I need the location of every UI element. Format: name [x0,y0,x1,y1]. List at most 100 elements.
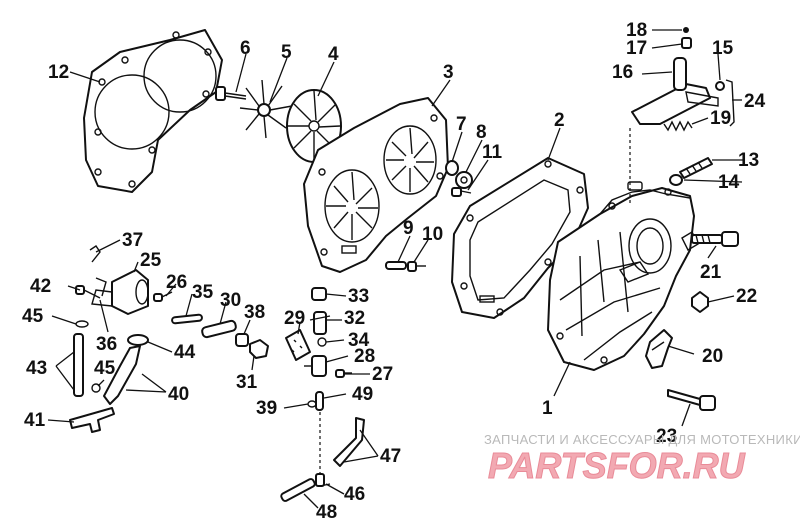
callout-20: 20 [702,346,723,367]
callout-13: 13 [738,150,759,171]
callout-12: 12 [48,62,69,83]
callout-37: 37 [122,230,143,251]
watermark-logo: PARTSFOR.RU [488,445,746,486]
gasket-12 [83,29,223,193]
callout-21: 21 [700,262,722,283]
callout-42: 42 [30,276,51,297]
callout-43: 43 [26,358,47,379]
callout-17: 17 [626,38,647,59]
callout-11: 11 [482,142,503,163]
callout-29: 29 [284,308,305,329]
washers-7-8-11 [445,160,473,197]
screw-42 [75,285,101,299]
callout-3: 3 [443,62,454,83]
callout-34: 34 [348,330,370,351]
hose-47 [333,417,365,467]
bolt-23 [667,389,716,411]
screw-26 [153,291,173,302]
hose-40 [103,345,141,405]
callout-28: 28 [354,346,375,367]
impeller-5 [239,79,293,139]
pin-9-screw-10 [385,261,426,272]
callout-23: 23 [656,426,677,447]
callout-31: 31 [236,372,258,393]
hose-43 [73,333,84,397]
o-ring-45a [75,320,89,328]
nut-22 [691,291,709,313]
gasket-29-dots [291,339,303,353]
cap-33 [311,287,327,301]
callout-25: 25 [140,250,162,271]
gasket-2 [451,157,589,319]
o-ring-45b [91,383,101,393]
callout-19: 19 [710,108,731,129]
callout-32: 32 [344,308,365,329]
valve-32 [309,311,331,335]
valve-body-25 [91,269,149,315]
callout-9: 9 [403,218,414,239]
callout-14: 14 [718,172,740,193]
callout-8: 8 [476,122,487,143]
callout-16: 16 [612,62,633,83]
bolt-21 [691,231,739,247]
ball-18 [683,27,689,33]
callout-47: 47 [380,446,401,467]
callout-26: 26 [166,272,187,293]
callout-30: 30 [220,290,241,311]
callout-45-mid: 45 [94,358,116,379]
hose-48 [280,478,316,502]
callout-15: 15 [712,38,734,59]
elbow-fitting-20 [645,329,673,369]
callout-numbers: 12 6 5 4 3 7 8 11 2 9 10 18 17 15 16 24 … [22,20,766,523]
callout-18: 18 [626,20,647,41]
callout-38: 38 [244,302,265,323]
callout-22: 22 [736,286,757,307]
leader-lines [47,29,744,509]
callout-27: 27 [372,364,393,385]
ring-14 [669,174,683,186]
callout-10: 10 [422,224,443,245]
o-ring-39 [307,400,317,408]
hose-44 [127,334,149,346]
pump-body-1 [547,181,699,371]
callout-44: 44 [174,342,196,363]
valve-body-28 [304,355,327,377]
watermark: ЗАПЧАСТИ И АКСЕССУАРЫ ДЛЯ МОТОТЕХНИКИ PA… [484,432,800,487]
callout-36: 36 [96,334,117,355]
fitting-46 [315,473,331,487]
rod-35 [171,313,203,325]
watermark-tagline: ЗАПЧАСТИ И АКСЕССУАРЫ ДЛЯ МОТОТЕХНИКИ [484,432,800,447]
callout-35: 35 [192,282,214,303]
screw-6 [215,86,247,101]
callout-1: 1 [542,398,553,419]
stud-13 [679,157,713,179]
washer-15 [715,81,725,91]
nut-31 [249,339,269,359]
callout-46: 46 [344,484,365,505]
lever-16 [631,57,719,125]
t-fitting-41 [69,407,115,433]
screw-27 [335,369,352,378]
tube-30 [201,319,237,339]
callout-45-top: 45 [22,306,44,327]
callout-41: 41 [24,410,46,431]
clip-37 [89,245,101,263]
callout-5: 5 [281,42,292,63]
callout-49: 49 [352,384,373,405]
gasket-29 [285,329,311,361]
diaphragm-plate-3 [303,97,449,273]
pin-49 [315,391,324,411]
spring-19 [663,120,693,132]
callout-4: 4 [328,44,339,65]
callout-2: 2 [554,110,565,131]
callout-48: 48 [316,502,337,523]
callout-39: 39 [256,398,277,419]
callout-7: 7 [456,114,467,135]
ring-34 [317,337,327,347]
bushing-38 [235,333,249,347]
rod-24 [725,79,735,127]
callout-6: 6 [240,38,251,59]
callout-24: 24 [744,91,766,112]
pin-17 [681,37,692,49]
